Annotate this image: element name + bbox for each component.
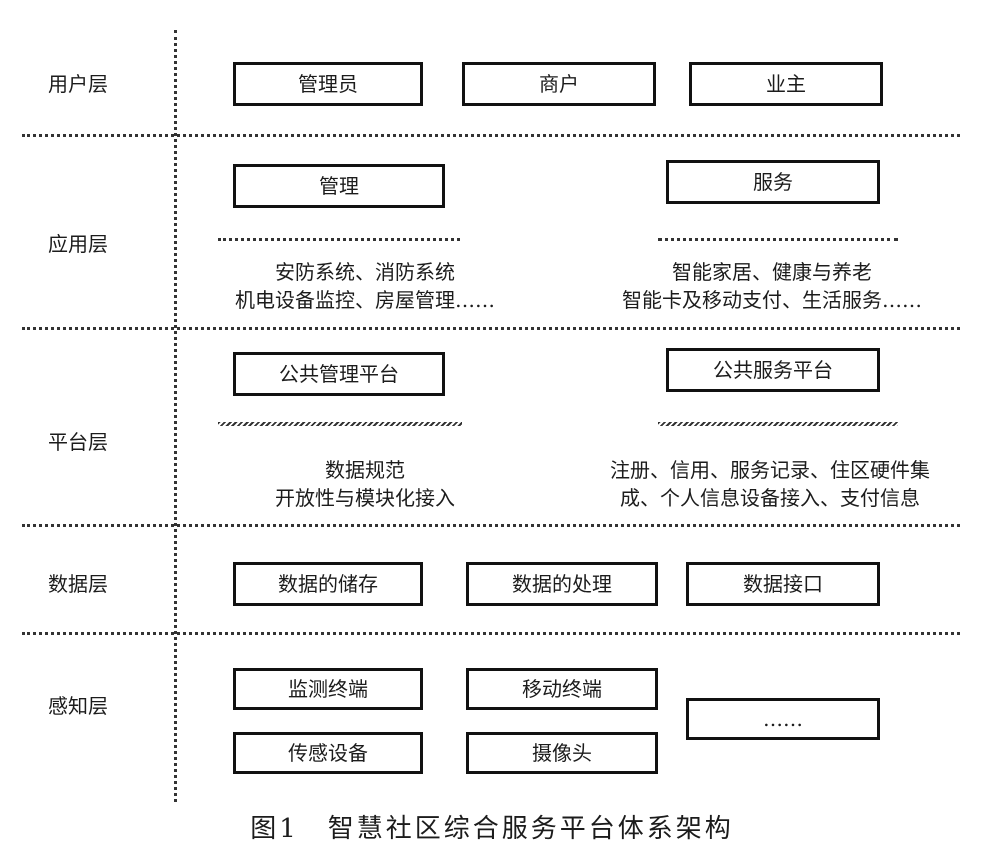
platform-right-wavy-line <box>658 422 898 426</box>
app-right-description: 智能家居、健康与养老 智能卡及移动支付、生活服务…… <box>572 258 972 314</box>
vertical-divider <box>174 30 177 802</box>
box-data-interface: 数据接口 <box>686 562 880 606</box>
box-data-processing: 数据的处理 <box>466 562 658 606</box>
box-management: 管理 <box>233 164 445 208</box>
platform-left-wavy-line <box>218 422 462 426</box>
box-camera: 摄像头 <box>466 732 658 774</box>
app-left-line-1: 安防系统、消防系统 <box>275 260 455 284</box>
separator-platform-data <box>22 524 960 527</box>
box-service: 服务 <box>666 160 880 204</box>
app-right-line-1: 智能家居、健康与养老 <box>672 260 872 284</box>
separator-data-perception <box>22 632 960 635</box>
app-left-dotted-line <box>218 238 460 241</box>
app-left-description: 安防系统、消防系统 机电设备监控、房屋管理…… <box>180 258 550 314</box>
layer-label-perception: 感知层 <box>48 694 108 718</box>
platform-left-line-1: 数据规范 <box>325 458 405 482</box>
box-mobile-terminal: 移动终端 <box>466 668 658 710</box>
app-right-dotted-line <box>658 238 898 241</box>
box-public-service-platform: 公共服务平台 <box>666 348 880 392</box>
separator-user-app <box>22 134 960 137</box>
box-public-management-platform: 公共管理平台 <box>233 352 445 396</box>
platform-right-line-1: 注册、信用、服务记录、住区硬件集 <box>610 458 930 482</box>
box-sensor-device: 传感设备 <box>233 732 423 774</box>
layer-label-data: 数据层 <box>48 572 108 596</box>
platform-right-description: 注册、信用、服务记录、住区硬件集 成、个人信息设备接入、支付信息 <box>560 456 980 512</box>
box-admin: 管理员 <box>233 62 423 106</box>
figure-caption: 图1 智慧社区综合服务平台体系架构 <box>250 814 734 844</box>
box-data-storage: 数据的储存 <box>233 562 423 606</box>
app-right-line-2: 智能卡及移动支付、生活服务…… <box>622 288 922 312</box>
separator-app-platform <box>22 327 960 330</box>
platform-left-description: 数据规范 开放性与模块化接入 <box>180 456 550 512</box>
platform-left-line-2: 开放性与模块化接入 <box>275 486 455 510</box>
app-left-line-2: 机电设备监控、房屋管理…… <box>235 288 495 312</box>
layer-label-user: 用户层 <box>48 72 108 96</box>
box-owner: 业主 <box>689 62 883 106</box>
platform-right-line-2: 成、个人信息设备接入、支付信息 <box>620 486 920 510</box>
box-monitoring-terminal: 监测终端 <box>233 668 423 710</box>
layer-label-platform: 平台层 <box>48 430 108 454</box>
box-merchant: 商户 <box>462 62 656 106</box>
layer-label-app: 应用层 <box>48 232 108 256</box>
box-ellipsis: …… <box>686 698 880 740</box>
